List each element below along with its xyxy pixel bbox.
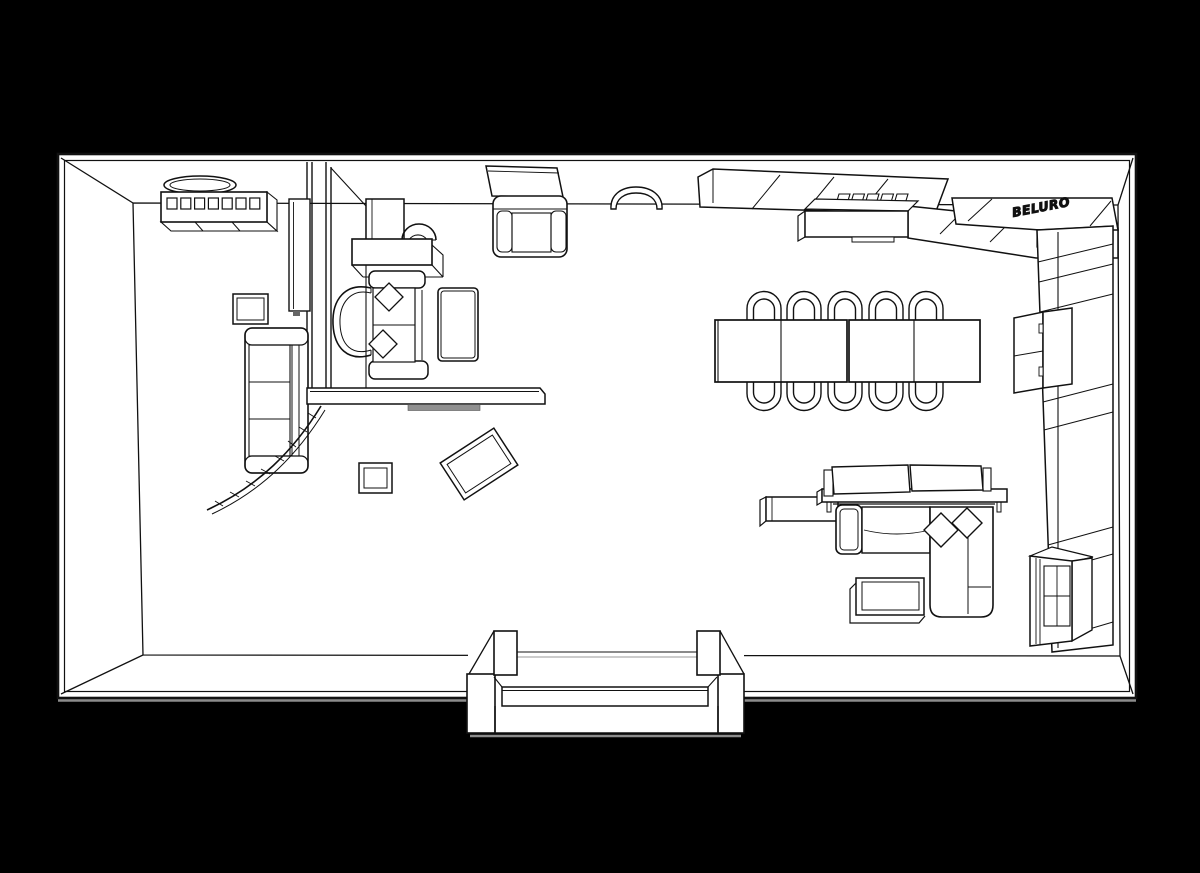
left-pillar <box>466 630 518 734</box>
cube-stool-hall <box>358 462 393 494</box>
living-group <box>759 464 1008 624</box>
sideboard <box>159 190 279 233</box>
arch-chairs-top <box>746 290 944 320</box>
branded-counter-slab: BELURO <box>951 194 1119 231</box>
two-seat-sofa <box>368 270 429 380</box>
tub-chair <box>332 286 372 358</box>
corridor <box>159 175 326 515</box>
coffee-table <box>437 287 479 362</box>
back-cushions <box>823 464 992 497</box>
tilted-mat <box>439 427 519 501</box>
curved-stool <box>610 186 663 210</box>
cube-stool-corridor <box>232 293 269 325</box>
three-seat-sofa <box>244 327 309 474</box>
main-hall-top <box>485 165 663 258</box>
arch-chairs-bottom <box>746 382 944 412</box>
right-pillar <box>696 630 745 734</box>
wall-desk <box>485 165 564 198</box>
armchair <box>492 195 568 258</box>
floor-items <box>358 427 519 501</box>
storage-wall <box>1013 225 1114 653</box>
entry-vestibule <box>466 630 745 738</box>
island-unit <box>797 198 920 243</box>
lounge-room <box>332 198 479 380</box>
l-shaped-sofa <box>833 503 995 618</box>
step-landing <box>493 676 719 734</box>
grid-bookcase <box>1027 546 1094 647</box>
curved-curtain <box>206 405 326 515</box>
double-door-cabinet <box>1013 307 1073 394</box>
media-unit <box>351 198 444 278</box>
long-table <box>714 319 981 383</box>
tall-cabinet <box>288 198 311 316</box>
dining-group <box>714 290 981 412</box>
ottoman-tray <box>849 577 926 624</box>
